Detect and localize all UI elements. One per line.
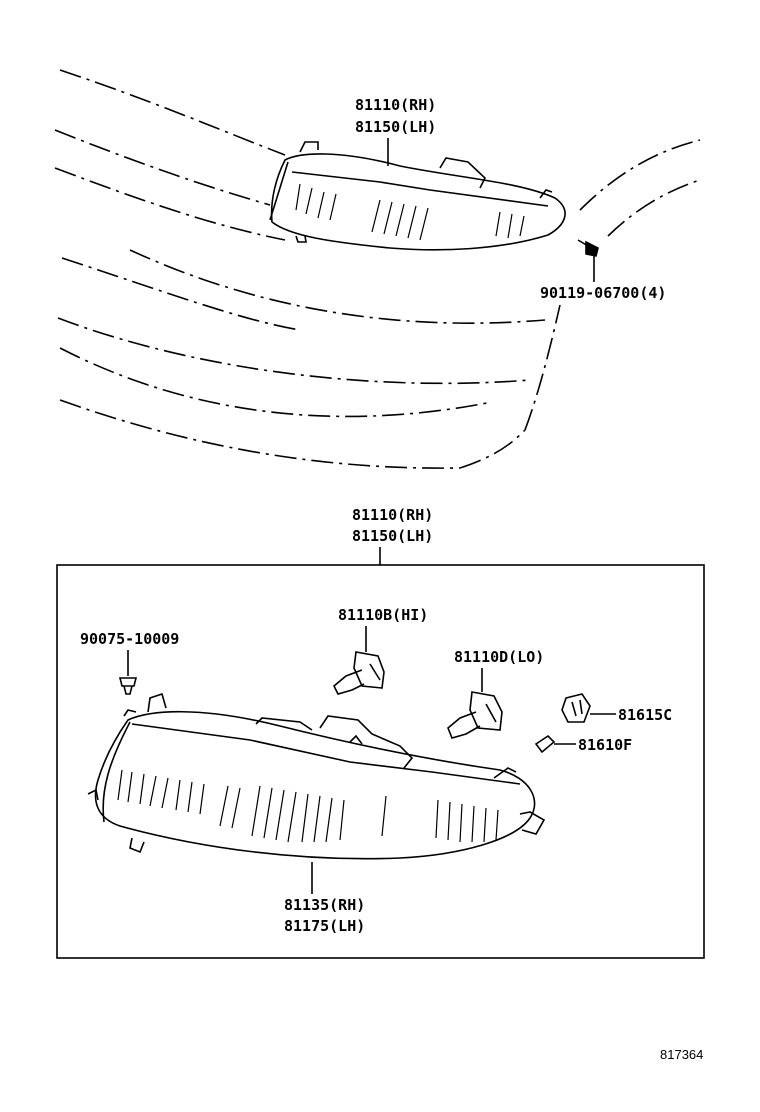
label-assy-lh: 81150(LH) — [352, 527, 433, 545]
reference-number: 817364 — [660, 1047, 703, 1062]
label-socket: 81615C — [618, 706, 672, 724]
label-screw: 90119-06700(4) — [540, 284, 666, 302]
bulb-hi-icon — [333, 651, 385, 695]
small-bulb-icon — [534, 734, 556, 754]
label-bulb-lo: 81110D(LO) — [454, 648, 544, 666]
label-lens-lh: 81175(LH) — [284, 917, 365, 935]
label-bulb-hi: 81110B(HI) — [338, 606, 428, 624]
label-assy-rh: 81110(RH) — [352, 506, 433, 524]
label-clip: 90075-10009 — [80, 630, 179, 648]
label-small-bulb: 81610F — [578, 736, 632, 754]
label-lens-rh: 81135(RH) — [284, 896, 365, 914]
body-outline — [54, 69, 701, 469]
socket-icon — [561, 693, 591, 723]
label-top-lh: 81150(LH) — [355, 118, 436, 136]
headlamp-assembly — [87, 692, 546, 860]
assembly-box — [56, 564, 705, 959]
screw-icon — [577, 239, 599, 257]
label-top-rh: 81110(RH) — [355, 96, 436, 114]
clip-icon — [118, 677, 138, 695]
headlamp-top — [269, 141, 566, 251]
bulb-lo-icon — [447, 691, 503, 739]
